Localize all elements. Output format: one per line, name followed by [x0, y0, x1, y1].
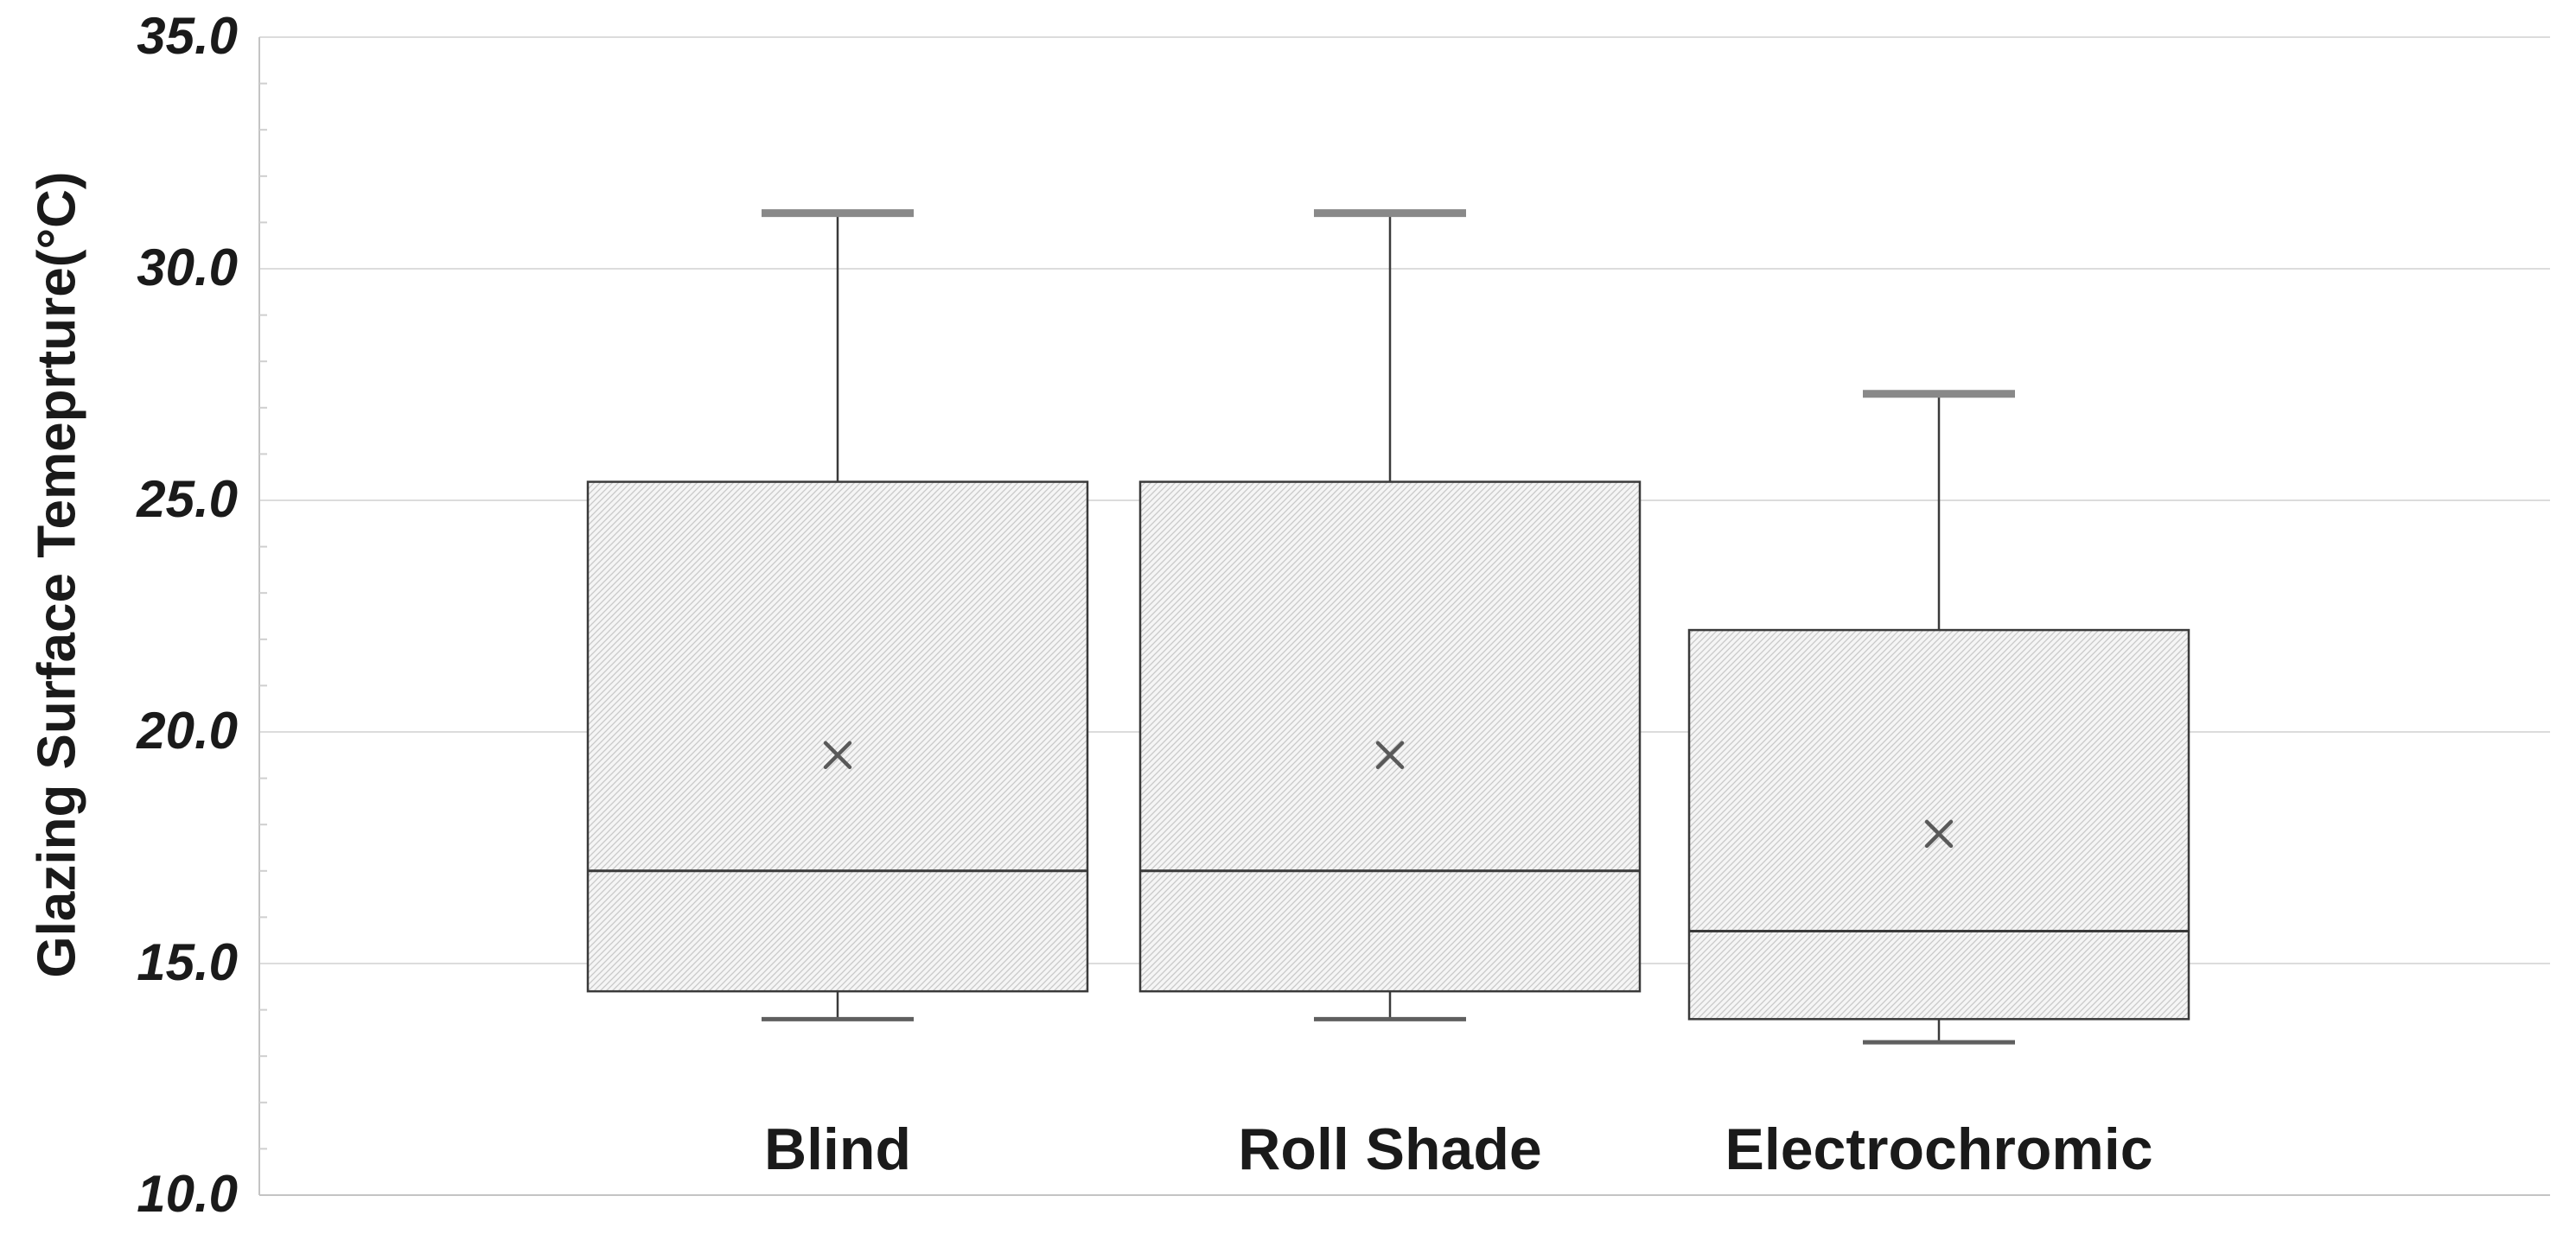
mean-marker-electrochromic: [1924, 819, 1954, 849]
y-tick-label-10.0: 10.0: [137, 1165, 238, 1224]
y-tick-label-25.0: 25.0: [137, 470, 238, 529]
box-roll-shade: [1138, 480, 1642, 993]
mean-marker-blind: [823, 741, 852, 770]
y-axis-title: Glazing Surface Temeprture(°C): [27, 171, 87, 978]
category-label-roll-shade: Roll Shade: [1238, 1116, 1542, 1182]
mean-marker-roll-shade: [1375, 741, 1405, 770]
category-label-electrochromic: Electrochromic: [1725, 1116, 2153, 1182]
y-tick-label-30.0: 30.0: [137, 239, 238, 297]
category-label-blind: Blind: [764, 1116, 911, 1182]
y-tick-label-15.0: 15.0: [137, 933, 238, 992]
box-electrochromic: [1687, 628, 2190, 1021]
box-blind: [586, 480, 1089, 993]
y-tick-label-35.0: 35.0: [137, 7, 238, 66]
y-tick-label-20.0: 20.0: [137, 702, 238, 760]
